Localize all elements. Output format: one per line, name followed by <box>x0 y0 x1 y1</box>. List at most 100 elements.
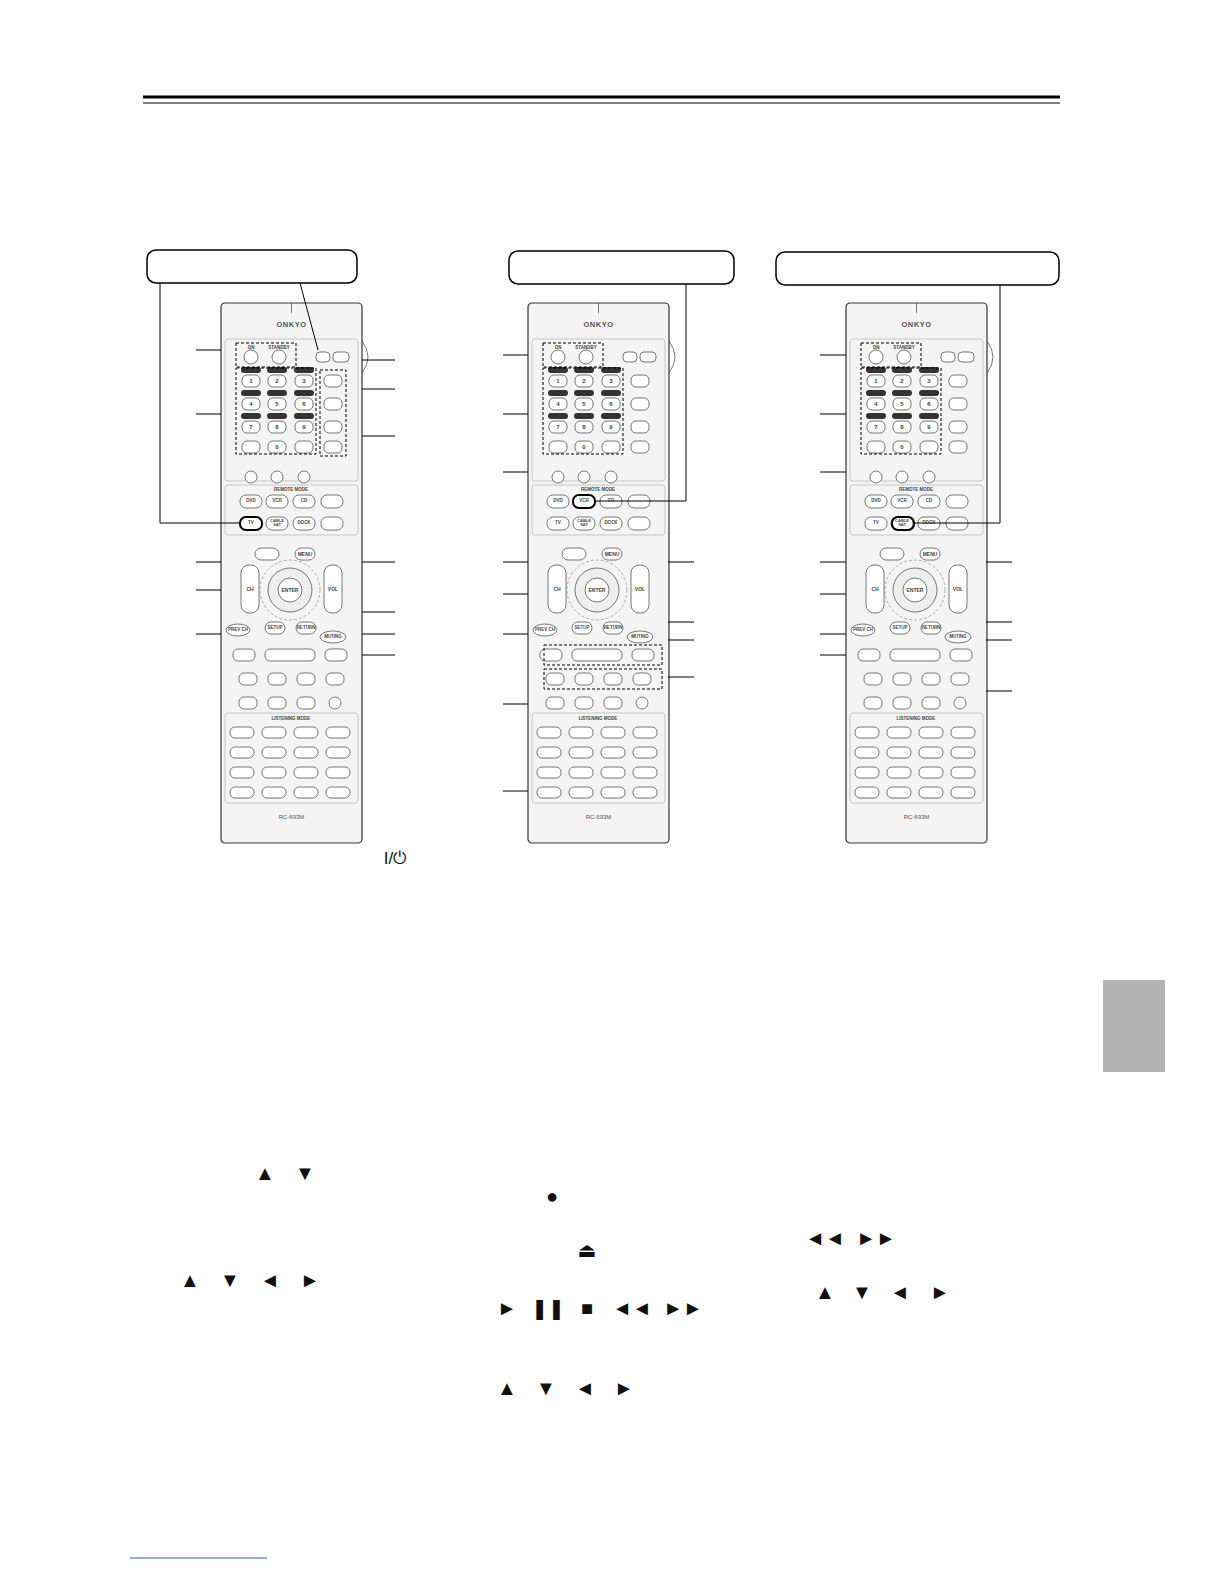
drawing-line <box>668 640 694 641</box>
drawing-line <box>143 103 1060 104</box>
button-symbol: ■ <box>581 1298 593 1318</box>
button-label: 2 <box>900 378 903 384</box>
button-label: MUTING <box>324 635 342 640</box>
drawing-line <box>143 96 1060 99</box>
button-label: DOCK <box>922 521 935 526</box>
button-label: DOCK <box>297 521 310 526</box>
drawing-line <box>503 634 528 635</box>
button-symbol: ▲ <box>815 1282 835 1302</box>
button-label: 5 <box>275 401 278 407</box>
button-label: 6 <box>927 401 930 407</box>
button-label: SETUP <box>574 626 589 631</box>
drawing-line <box>820 472 846 473</box>
drawing-line <box>503 594 528 595</box>
button-label: CH <box>553 587 560 592</box>
drawing-rect <box>544 669 662 689</box>
drawing-line <box>503 472 528 473</box>
drawing-line <box>503 791 528 792</box>
button-label: VOL <box>635 587 645 592</box>
button-label: 4 <box>249 401 252 407</box>
button-label: SETUP <box>892 626 907 631</box>
model-number: RC-693M <box>528 814 669 820</box>
button-symbol: ▲ <box>255 1163 275 1183</box>
button-label: VOL <box>953 587 963 592</box>
button-symbol: ▼ <box>536 1378 556 1398</box>
button-label: CD <box>608 499 615 504</box>
drawing-g <box>236 343 941 689</box>
button-symbol: ► <box>300 1270 320 1290</box>
drawing-polyline <box>595 284 686 501</box>
model-number: RC-693M <box>846 814 987 820</box>
model-number: RC-693M <box>221 814 362 820</box>
button-label: VOL <box>328 587 338 592</box>
button-symbol: ◄◄ <box>805 1228 845 1248</box>
button-label: 2 <box>582 378 585 384</box>
button-label: REMOTE MODE <box>899 488 933 493</box>
drawing-rect <box>236 343 296 367</box>
button-label: 0 <box>900 444 903 450</box>
drawing-line <box>503 355 528 356</box>
power-symbol: I/⏻ <box>384 850 406 867</box>
button-label: MENU <box>605 552 620 557</box>
button-label: MUTING <box>949 635 967 640</box>
drawing-rect <box>543 368 623 454</box>
drawing-line <box>668 677 694 678</box>
button-label: 2 <box>275 378 278 384</box>
button-label: 3 <box>302 378 305 384</box>
button-label: 1 <box>874 378 877 384</box>
drawing-line <box>820 414 846 415</box>
button-label: LISTENING MODE <box>579 717 618 722</box>
drawing-line <box>130 1558 267 1559</box>
button-symbol: ►► <box>663 1298 703 1318</box>
drawing-line <box>503 704 528 705</box>
button-label: 7 <box>249 424 252 430</box>
drawing-line <box>362 634 395 635</box>
button-label: 9 <box>302 424 305 430</box>
drawing-rect <box>240 517 262 530</box>
button-symbol: ◄ <box>890 1282 910 1302</box>
button-label: REMOTE MODE <box>581 488 615 493</box>
drawing-rect <box>544 645 662 665</box>
drawing-line <box>986 562 1012 563</box>
button-label: STANDBY <box>575 346 596 351</box>
button-label: TV <box>555 521 561 526</box>
drawing-line <box>362 389 395 390</box>
button-symbol: ▼ <box>220 1270 240 1290</box>
button-label: DVD <box>246 499 256 504</box>
button-label: MENU <box>298 552 313 557</box>
drawing-line <box>986 691 1012 692</box>
button-label: 8 <box>275 424 278 430</box>
button-label: ON <box>873 346 880 351</box>
button-label: CH <box>246 587 253 592</box>
button-label: PREV CH <box>535 628 555 633</box>
button-label: CD <box>301 499 308 504</box>
drawing-line <box>668 562 694 563</box>
button-label: DOCK <box>604 521 617 526</box>
button-label: ON <box>248 346 255 351</box>
button-symbol: ● <box>546 1186 558 1206</box>
drawing-line <box>503 562 528 563</box>
button-symbol: ⏏ <box>578 1240 597 1260</box>
button-label: 7 <box>556 424 559 430</box>
button-symbol: ▲ <box>497 1378 517 1398</box>
button-symbol: ◄ <box>260 1270 280 1290</box>
button-label: RETURN <box>922 626 941 631</box>
drawing-line <box>196 562 221 563</box>
button-label: ENTER <box>907 588 924 593</box>
button-label: 7 <box>874 424 877 430</box>
drawing-use <box>221 303 368 843</box>
button-label: 5 <box>900 401 903 407</box>
button-label: 0 <box>275 444 278 450</box>
drawing-line <box>362 436 395 437</box>
drawing-rect <box>861 368 941 454</box>
drawing-line <box>362 612 395 613</box>
drawing-g <box>240 495 914 530</box>
button-label: VCR <box>579 499 589 504</box>
button-label: 4 <box>556 401 559 407</box>
drawing-line <box>362 562 395 563</box>
button-label: 9 <box>609 424 612 430</box>
drawing-line <box>820 594 846 595</box>
button-label: PREV CH <box>228 628 248 633</box>
button-symbol: ▼ <box>295 1163 315 1183</box>
drawing-line <box>668 622 694 623</box>
